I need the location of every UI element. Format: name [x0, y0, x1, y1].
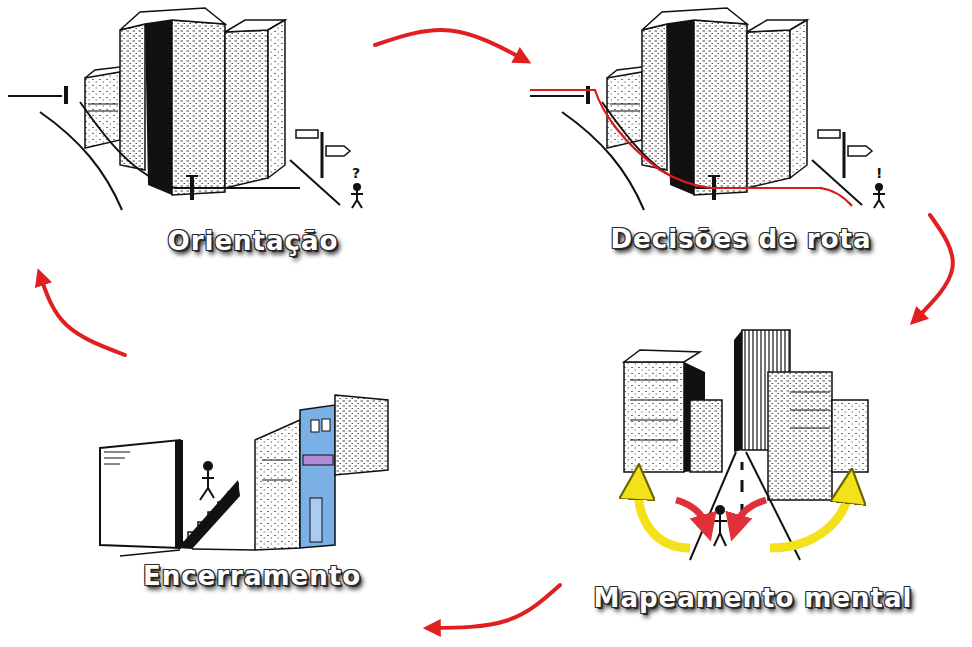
red-arrow	[735, 500, 766, 528]
cycle-arrow	[375, 30, 525, 60]
person-mark: !	[876, 166, 882, 180]
cycle-arrow	[915, 215, 953, 320]
stage-title: Orientação	[83, 226, 423, 256]
cycle-arrow	[430, 585, 560, 628]
stage-panel: Encerramento	[90, 355, 430, 640]
stage-title: Encerramento	[82, 561, 422, 591]
orientation-sketch	[8, 8, 363, 210]
city-block-drawing	[530, 8, 885, 210]
person-mark: ?	[352, 166, 360, 180]
stage-panel: Orientação	[5, 0, 375, 275]
yellow-arrow	[770, 486, 850, 548]
closure-sketch	[100, 395, 388, 556]
stage-panel: Decisões de rota	[525, 0, 930, 255]
cycle-arrow	[40, 275, 125, 355]
stage-title: Decisões de rota	[571, 224, 911, 254]
red-arrow	[676, 500, 707, 528]
mental-map-sketch	[624, 330, 868, 560]
route-sketch	[530, 8, 885, 210]
stage-title: Mapeamento mental	[583, 583, 923, 613]
city-block-drawing	[8, 8, 363, 210]
route-line	[530, 90, 852, 206]
yellow-arrow	[638, 482, 690, 548]
stage-panel: Mapeamento mental	[560, 320, 960, 615]
